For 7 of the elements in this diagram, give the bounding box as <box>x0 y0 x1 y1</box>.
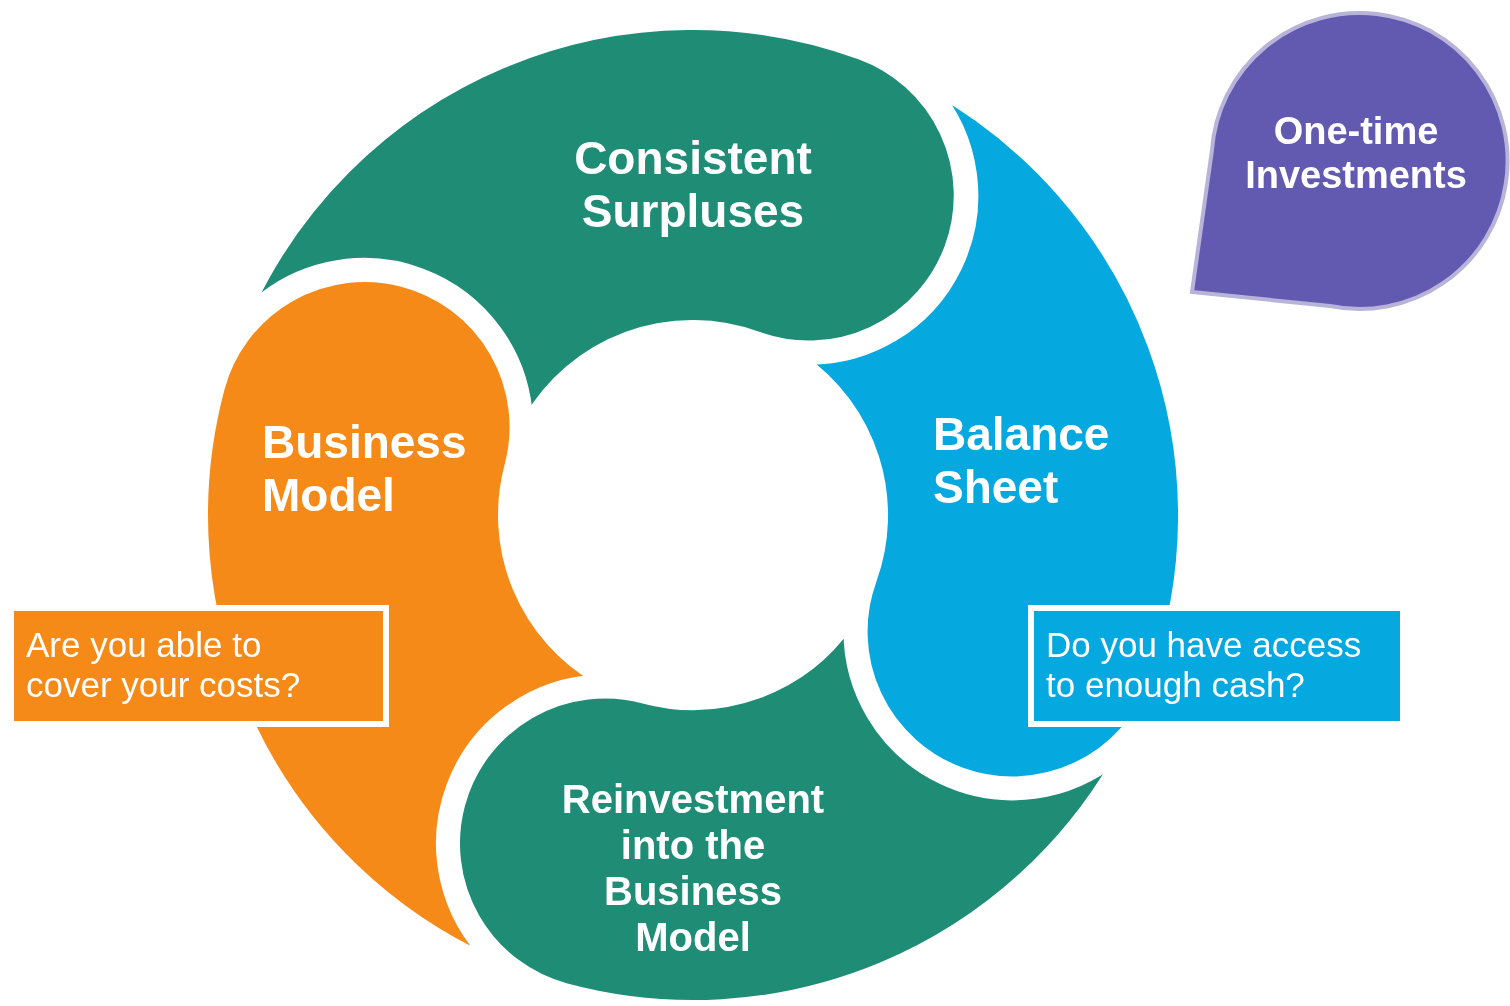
segment-label: Reinvestment into the Business Model <box>560 776 826 960</box>
segment-label: Balance Sheet <box>933 408 1111 514</box>
segment-label: One-time Investments <box>1244 110 1468 198</box>
segment-label: Business Model <box>262 416 468 522</box>
question-text: Are you able to cover your costs? <box>26 625 302 706</box>
question-text: Do you have access to enough cash? <box>1046 625 1363 706</box>
segment-label: Consistent Surpluses <box>573 132 813 238</box>
